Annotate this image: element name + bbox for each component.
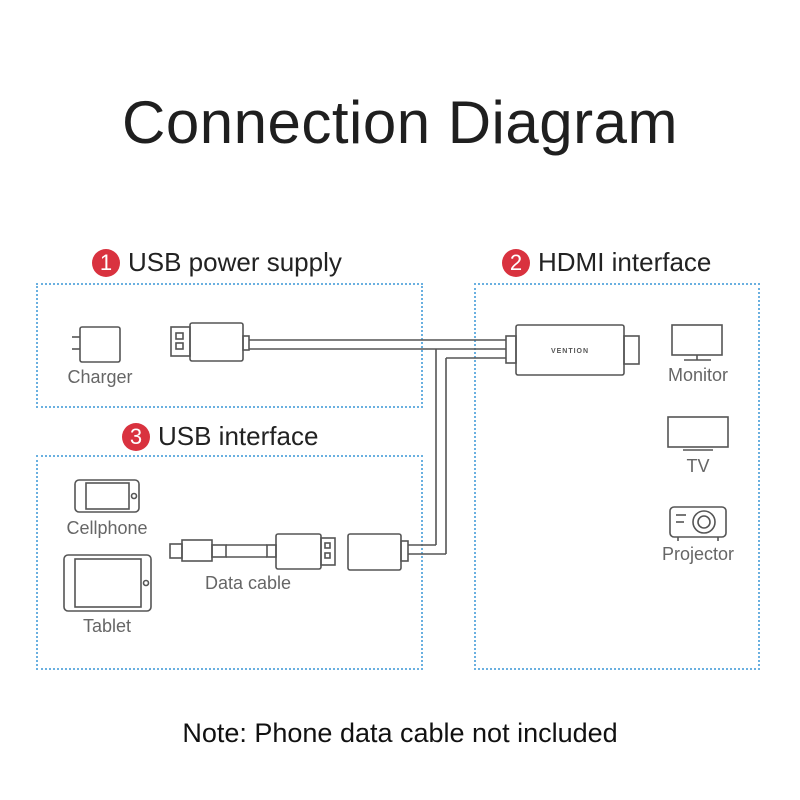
- section-usb-power-title: USB power supply: [128, 247, 342, 277]
- badge-1: 1: [92, 248, 120, 277]
- projector-label: Projector: [661, 544, 735, 564]
- cellphone-label: Cellphone: [66, 518, 148, 538]
- monitor-icon: [671, 324, 723, 361]
- data-cable-icon: [169, 533, 336, 570]
- badge-2: 2: [502, 248, 530, 277]
- section-usb-interface-header: 3 USB interface: [122, 421, 318, 452]
- cellphone-icon: [74, 479, 140, 513]
- usb-plug-power-icon: [170, 322, 250, 362]
- usb-interface-box: [36, 455, 423, 670]
- monitor-label: Monitor: [667, 365, 729, 385]
- page-title: Connection Diagram: [122, 89, 678, 156]
- tablet-label: Tablet: [82, 616, 132, 636]
- projector-icon: [669, 506, 727, 541]
- data-cable-label: Data cable: [204, 573, 292, 593]
- usb-power-box: [36, 283, 423, 408]
- charger-label: Charger: [67, 367, 133, 387]
- section-usb-interface-title: USB interface: [158, 421, 319, 451]
- section-usb-power-header: 1 USB power supply: [92, 247, 342, 278]
- adapter-brand: VENTION: [551, 348, 589, 355]
- tv-icon: [667, 416, 729, 451]
- badge-3: 3: [122, 422, 150, 451]
- footnote: Note: Phone data cable not included: [182, 718, 618, 748]
- charger-icon: [72, 326, 121, 363]
- hdmi-adapter-icon: [505, 324, 640, 376]
- cable-lines: [249, 339, 506, 555]
- hdmi-box: [474, 283, 760, 670]
- tv-label: TV: [686, 456, 710, 476]
- section-hdmi-header: 2 HDMI interface: [502, 247, 711, 278]
- usb-female-icon: [347, 533, 409, 571]
- section-hdmi-title: HDMI interface: [538, 247, 712, 277]
- tablet-icon: [63, 554, 152, 612]
